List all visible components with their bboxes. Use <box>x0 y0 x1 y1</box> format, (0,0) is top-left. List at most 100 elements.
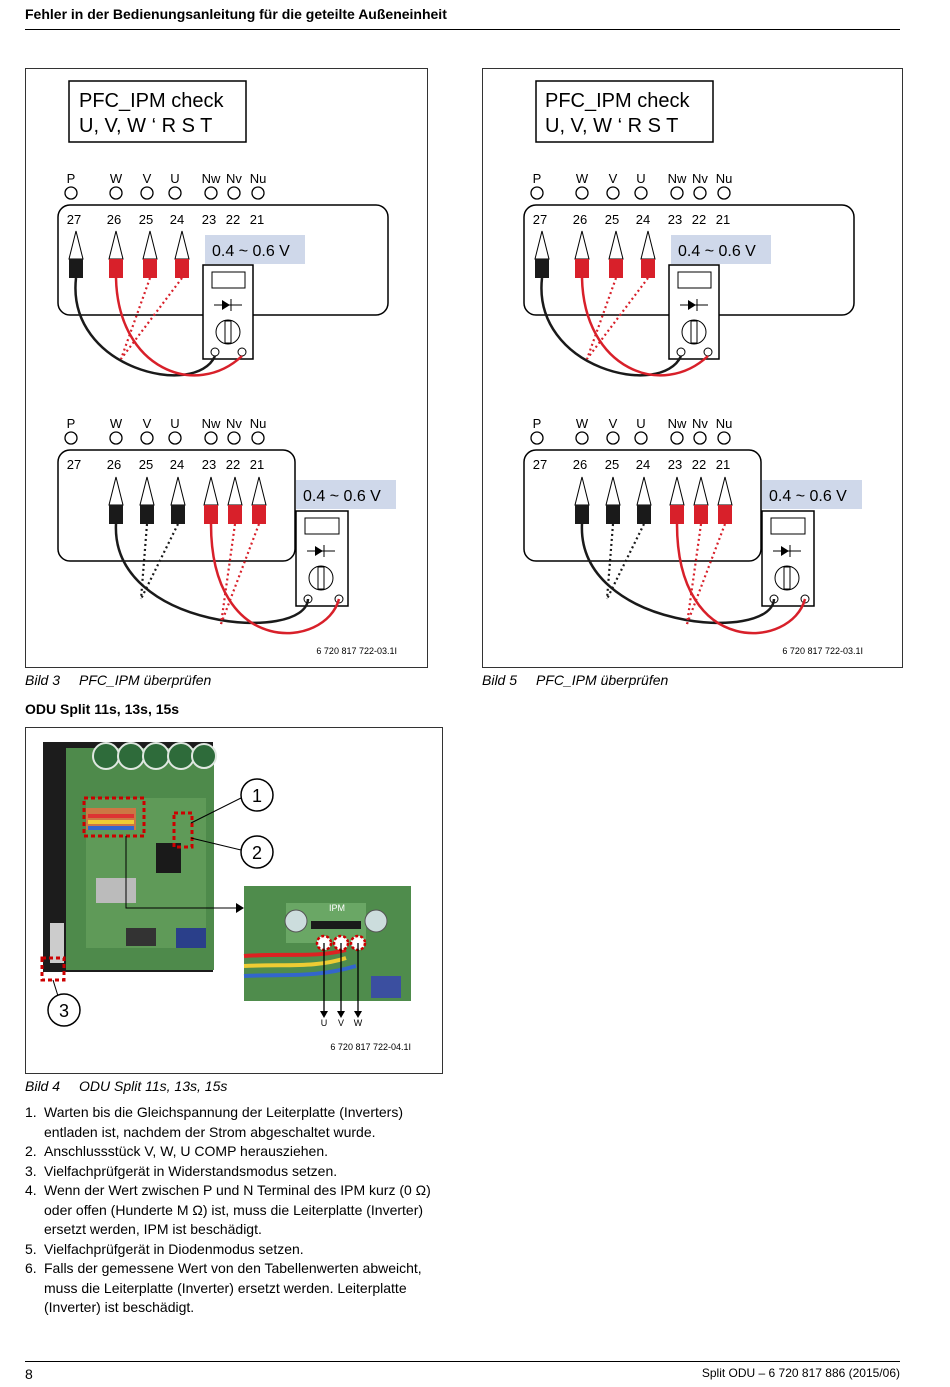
svg-text:21: 21 <box>250 212 264 227</box>
multimeter-top <box>202 264 254 360</box>
svg-text:V: V <box>143 416 152 431</box>
svg-text:26: 26 <box>573 457 587 472</box>
voltage-label-bg <box>762 480 862 509</box>
svg-text:23: 23 <box>668 212 682 227</box>
svg-text:U: U <box>636 416 645 431</box>
list-item: 3.Vielfachprüfgerät in Widerstandsmodus … <box>25 1162 445 1182</box>
step-text: Vielfachprüfgerät in Diodenmodus setzen. <box>44 1240 304 1257</box>
svg-text:V: V <box>609 171 618 186</box>
svg-text:24: 24 <box>170 212 184 227</box>
step-text: Wenn der Wert zwischen P und N Terminal … <box>44 1182 431 1237</box>
step-number: 2. <box>25 1143 37 1159</box>
callout-2: 2 <box>252 843 262 863</box>
svg-text:23: 23 <box>202 212 216 227</box>
svg-text:21: 21 <box>716 457 730 472</box>
terminal-circles-bottom <box>64 431 265 445</box>
svg-text:V: V <box>609 416 618 431</box>
voltage-label-bg <box>296 480 396 509</box>
multimeter-bottom <box>295 510 349 607</box>
ipm-label: IPM <box>329 903 345 913</box>
svg-text:24: 24 <box>636 212 650 227</box>
svg-text:Nu: Nu <box>716 171 733 186</box>
callout-line-2 <box>190 837 242 851</box>
multimeter-bottom <box>761 510 815 607</box>
terminal-numbers-bottom: 27 26 25 24 23 22 21 <box>67 457 264 472</box>
svg-text:P: P <box>533 416 542 431</box>
svg-text:Nv: Nv <box>692 416 708 431</box>
svg-text:W: W <box>110 171 123 186</box>
probes-bottom <box>108 476 267 524</box>
svg-text:23: 23 <box>668 457 682 472</box>
svg-text:Nu: Nu <box>250 416 267 431</box>
step-number: 6. <box>25 1260 37 1276</box>
svg-text:25: 25 <box>139 457 153 472</box>
instruction-steps: 1.Warten bis die Gleichspannung der Leit… <box>25 1103 445 1318</box>
check-label-line2: U, V, W ‘ R S T <box>545 115 678 137</box>
svg-text:23: 23 <box>202 457 216 472</box>
svg-text:Nu: Nu <box>716 416 733 431</box>
caption-text: PFC_IPM überprüfen <box>79 672 212 688</box>
svg-text:22: 22 <box>692 457 706 472</box>
callout-line-1 <box>190 797 242 824</box>
check-label-line2: U, V, W ‘ R S T <box>79 115 212 137</box>
probes-top <box>68 230 190 278</box>
svg-text:22: 22 <box>692 212 706 227</box>
zoom-leader-line <box>125 836 236 909</box>
wire-arrowheads <box>320 1011 362 1018</box>
wire-label-v: V <box>338 1018 344 1028</box>
terminal-names-top: P W V U Nw Nv Nu <box>533 171 733 186</box>
svg-text:26: 26 <box>107 457 121 472</box>
svg-text:27: 27 <box>533 457 547 472</box>
page-number: 8 <box>25 1366 33 1382</box>
check-label-line1: PFC_IPM check <box>545 90 690 112</box>
step-text: Warten bis die Gleichspannung der Leiter… <box>44 1104 403 1140</box>
figure-bild-4: 1 2 3 IPM U V <box>25 727 443 1074</box>
svg-text:22: 22 <box>226 457 240 472</box>
voltage-label: 0.4 ~ 0.6 V <box>303 488 381 505</box>
wire-label-u: U <box>321 1018 328 1028</box>
svg-text:P: P <box>533 171 542 186</box>
figure-bild-5: PFC_IPM check U, V, W ‘ R S T P W V U Nw… <box>482 68 903 668</box>
caption-number: Bild 4 <box>25 1078 61 1094</box>
footer-divider <box>25 1361 900 1362</box>
ipm-zoom-inset <box>243 886 411 1001</box>
step-text: Falls der gemessene Wert von den Tabelle… <box>44 1260 422 1315</box>
terminal-names-bottom: P W V U Nw Nv Nu <box>533 416 733 431</box>
svg-text:25: 25 <box>605 457 619 472</box>
svg-text:27: 27 <box>533 212 547 227</box>
highlight-box-3 <box>40 956 66 982</box>
svg-text:P: P <box>67 416 76 431</box>
figure-bild-3: PFC_IPM check U, V, W ‘ R S T P W V U Nw… <box>25 68 428 668</box>
svg-text:Nv: Nv <box>226 171 242 186</box>
svg-text:Nw: Nw <box>668 416 687 431</box>
document-id: Split ODU – 6 720 817 886 (2015/06) <box>701 1366 900 1380</box>
step-text: Anschlussstück V, W, U COMP herausziehen… <box>44 1143 329 1159</box>
svg-text:26: 26 <box>573 212 587 227</box>
wire-arrows <box>323 943 359 1013</box>
voltage-label-bg <box>205 235 305 264</box>
svg-text:21: 21 <box>716 212 730 227</box>
highlight-box-1 <box>82 796 146 838</box>
terminal-circles-top <box>530 186 731 200</box>
callout-1: 1 <box>252 786 262 806</box>
step-number: 3. <box>25 1162 37 1179</box>
svg-text:Nw: Nw <box>668 171 687 186</box>
callout-circle-2 <box>240 835 274 869</box>
terminal-circles-top <box>64 186 265 200</box>
probes-top <box>534 230 656 278</box>
header-divider <box>25 29 900 30</box>
pfc-ipm-diagram-left: PFC_IPM check U, V, W ‘ R S T P W V U Nw… <box>57 80 397 656</box>
svg-text:W: W <box>110 416 123 431</box>
check-label-box <box>68 80 247 143</box>
figure-ref-code: 6 720 817 722-03.1I <box>316 646 397 656</box>
check-label-line1: PFC_IPM check <box>79 90 224 112</box>
odu-board-photo: 1 2 3 IPM U V <box>40 742 411 1052</box>
terminal-numbers-bottom: 27 26 25 24 23 22 21 <box>533 457 730 472</box>
svg-text:U: U <box>636 171 645 186</box>
wire-label-w: W <box>354 1018 363 1028</box>
svg-text:U: U <box>170 416 179 431</box>
terminal-names-top: P W V U Nw Nv Nu <box>67 171 267 186</box>
list-item: 4.Wenn der Wert zwischen P und N Termina… <box>25 1181 445 1240</box>
svg-text:24: 24 <box>636 457 650 472</box>
list-item: 6. Falls der gemessene Wert von den Tabel… <box>25 1259 445 1318</box>
